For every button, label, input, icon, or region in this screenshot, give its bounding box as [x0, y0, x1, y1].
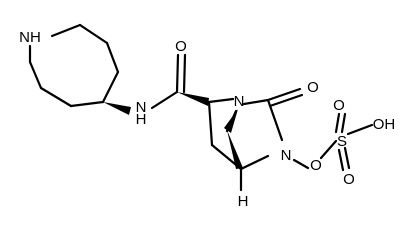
- azepane-ring: [28, 23, 120, 108]
- bridge-wedge-lower: [227, 130, 243, 169]
- molecule-diagram: NH O N H N O N O S O OH O H: [19, 23, 396, 210]
- atom-carbonyl-o: O: [307, 79, 319, 96]
- bicyclic-core: [207, 87, 304, 192]
- atom-amide-o: O: [175, 38, 187, 55]
- atom-o-bottom: O: [343, 171, 355, 188]
- atom-stereo-h: H: [238, 193, 249, 210]
- atom-o-top: O: [333, 97, 345, 114]
- atom-nh-ring: NH: [19, 29, 41, 46]
- atom-amide-n-h: H: [136, 111, 147, 128]
- stereo-wedge-amide: [177, 92, 209, 106]
- atom-oh: OH: [373, 116, 396, 133]
- atom-sulfur: S: [337, 133, 347, 150]
- atom-n-oxy: N: [281, 147, 292, 164]
- structure-svg: NH O N H N O N O S O OH O H: [19, 23, 396, 210]
- atom-o-link: O: [310, 157, 322, 174]
- sulfate-group: [292, 112, 374, 172]
- atom-bridge-n: N: [234, 93, 245, 110]
- bridge-wedge-upper: [224, 109, 238, 133]
- atom-amide-n: N: [136, 99, 147, 116]
- amide-group: [150, 53, 187, 110]
- stereo-wedge-azepane: [103, 102, 131, 115]
